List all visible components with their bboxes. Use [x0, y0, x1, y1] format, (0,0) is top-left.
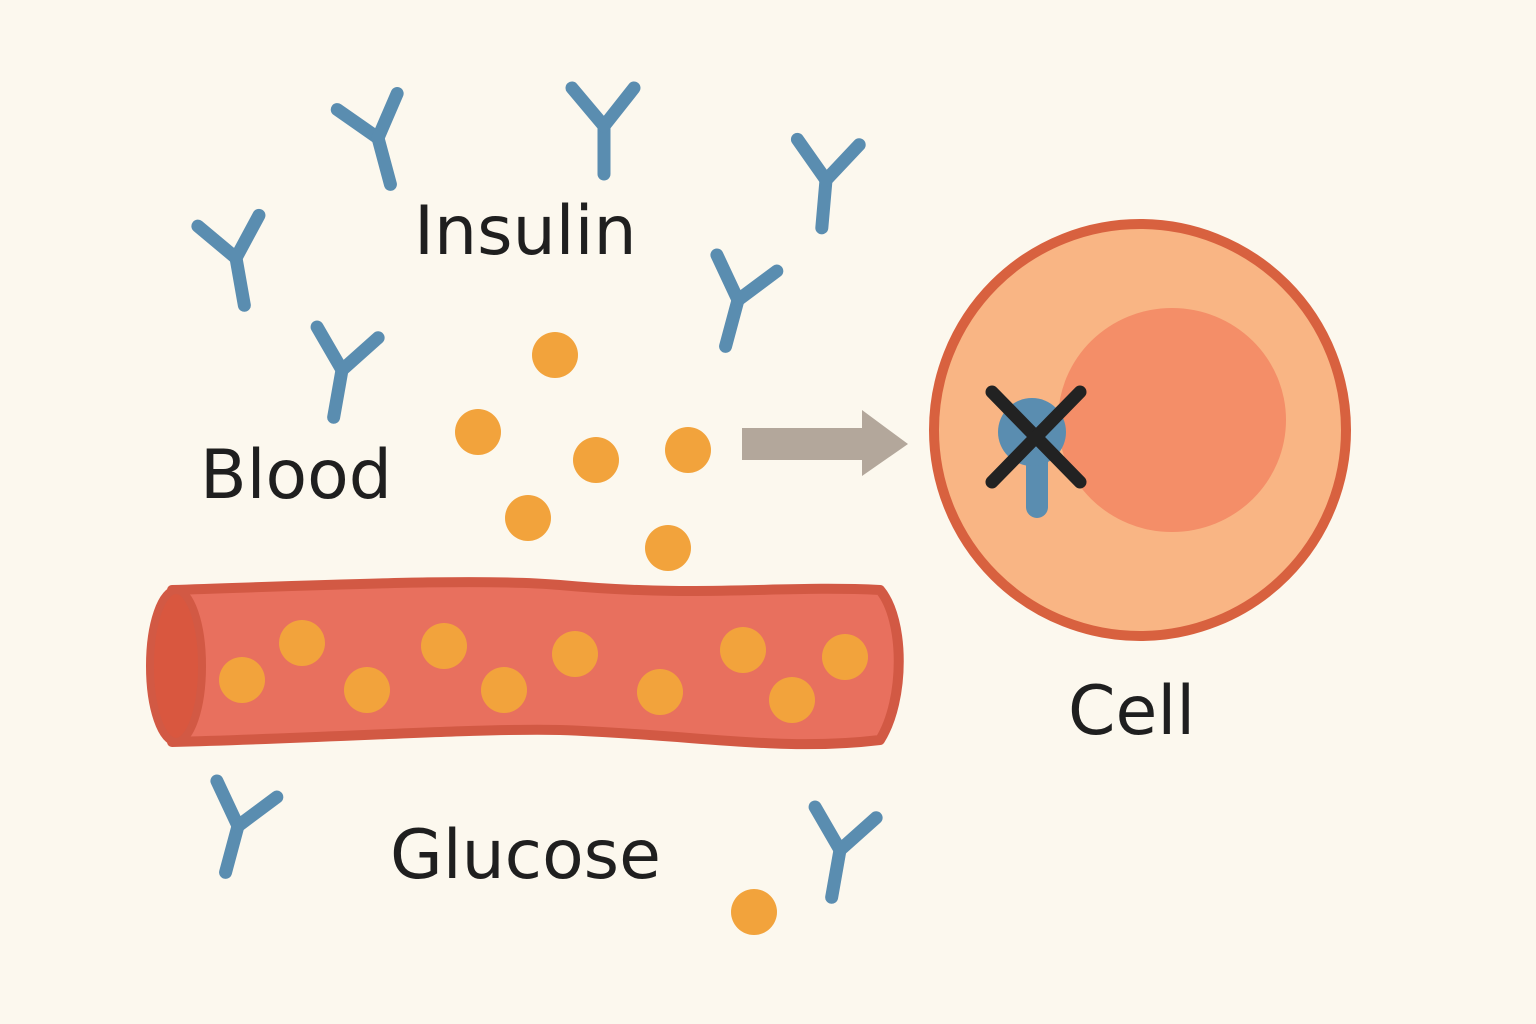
glucose-dot-icon [573, 437, 619, 483]
cell [929, 219, 1351, 641]
glucose-dot-icon [421, 623, 467, 669]
glucose-dot-icon [279, 620, 325, 666]
insulin-y-icon [210, 774, 284, 879]
arrow-shaft [742, 428, 864, 460]
glucose-dot-icon [637, 669, 683, 715]
insulin-y-icon [710, 248, 784, 353]
label-insulin: Insulin [414, 192, 637, 271]
insulin-y-icon [790, 132, 866, 235]
blocked-x-icon [985, 385, 1087, 489]
arrow-head [862, 410, 908, 476]
glucose-dot-icon [720, 627, 766, 673]
glucose-dot-icon [552, 631, 598, 677]
glucose-dot-icon [731, 889, 777, 935]
insulin-y-icon [310, 320, 385, 424]
glucose-dot-icon [645, 525, 691, 571]
glucose-dot-icon [665, 427, 711, 473]
glucose-dot-icon [505, 495, 551, 541]
glucose-dot-icon [822, 634, 868, 680]
glucose-dot-icon [769, 677, 815, 723]
glucose-molecules [219, 332, 868, 935]
glucose-dot-icon [455, 409, 501, 455]
vessel-opening [146, 586, 206, 746]
label-blood: Blood [200, 436, 392, 515]
glucose-dot-icon [344, 667, 390, 713]
label-glucose: Glucose [390, 816, 661, 895]
label-cell: Cell [1068, 672, 1196, 751]
glucose-dot-icon [219, 657, 265, 703]
cell-nucleus [1058, 308, 1286, 532]
glucose-dot-icon [532, 332, 578, 378]
glucose-dot-icon [481, 667, 527, 713]
insulin-y-icon [191, 208, 266, 312]
insulin-y-icon [808, 800, 883, 904]
arrow-to-cell [742, 410, 908, 476]
insulin-y-icon [330, 87, 404, 191]
insulin-y-icon [565, 81, 641, 181]
insulin-molecules [191, 81, 883, 904]
